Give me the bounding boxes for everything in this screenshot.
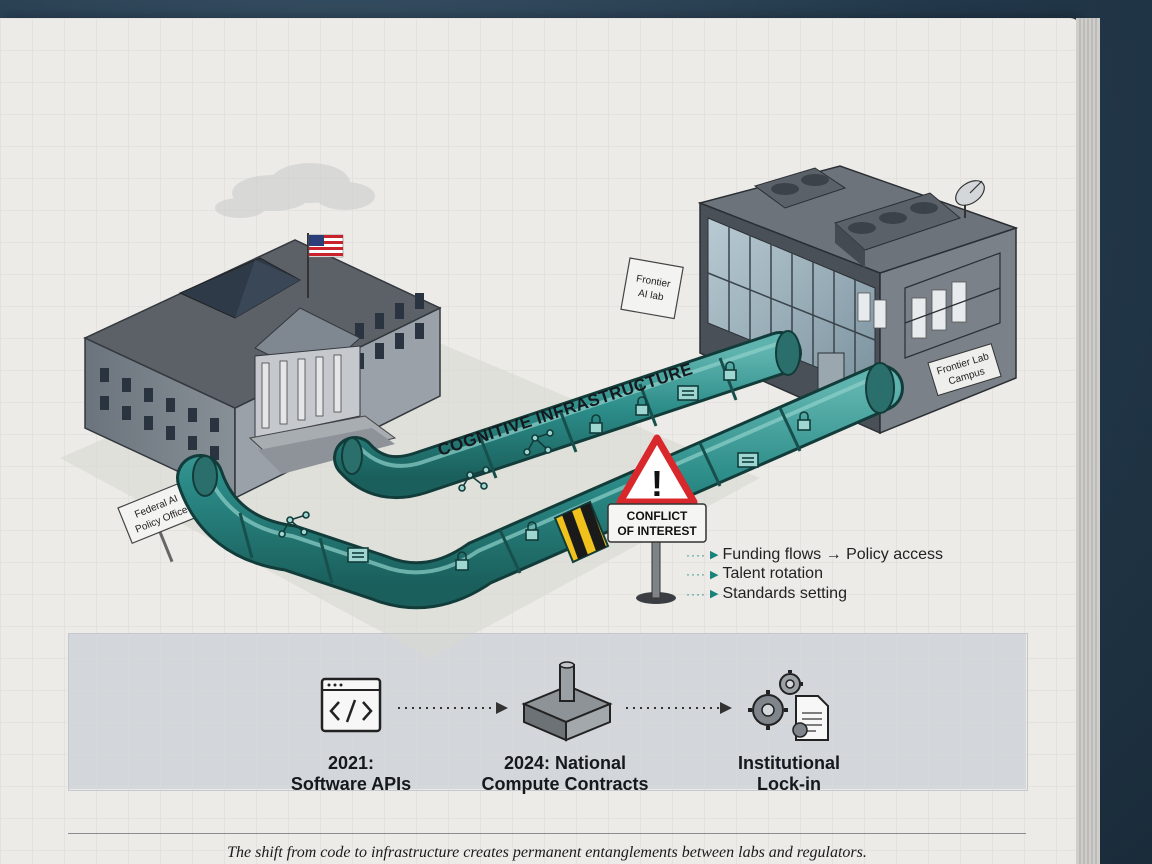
timeline-step-3: Institutional Lock-in	[669, 753, 909, 795]
server-rack-icon	[857, 281, 967, 339]
arrow-right-icon: ▶	[709, 549, 719, 562]
hazard-band	[553, 500, 610, 564]
caption: The shift from code to infrastructure cr…	[227, 844, 867, 861]
warning-line1: CONFLICT	[627, 509, 688, 523]
benefit-item: ····▶Talent rotation	[686, 565, 943, 585]
pipeline-illustration: Federal AI Policy Office	[60, 163, 1019, 742]
timeline-step-1-line2: Software APIs	[290, 774, 412, 794]
timeline-panel: 2021: Software APIs 2024: National Compu…	[68, 633, 1028, 794]
network-icon	[278, 429, 554, 538]
connector-arrow-1	[398, 702, 508, 714]
benefit-text: Talent rotation	[722, 565, 823, 583]
federal-building	[83, 233, 442, 500]
lab-campus-sign: Frontier Lab Campus	[927, 343, 1002, 397]
timeline-step-1-line1: 2021:	[327, 753, 375, 773]
lock-icon	[455, 361, 811, 571]
lower-pipe	[176, 362, 904, 610]
cloud	[215, 163, 375, 218]
roof-fan-units	[753, 167, 962, 268]
code-window-icon	[320, 677, 382, 733]
warning-symbol: !	[651, 463, 663, 504]
benefits-list: ····▶Funding flows → Policy access ····▶…	[686, 545, 943, 604]
gears-document-icon	[748, 670, 829, 741]
book-page: Federal AI Policy Office	[0, 18, 1080, 864]
benefit-item: ····▶Standards setting	[686, 584, 943, 604]
timeline-step-1: 2021: Software APIs	[231, 753, 471, 795]
lab-roof-sign-line2: AI lab	[637, 288, 665, 303]
timeline-step-2: 2024: National Compute Contracts	[445, 753, 685, 795]
benefit-item: ····▶Funding flows → Policy access	[686, 545, 943, 565]
concrete-pillar-icon	[521, 661, 613, 742]
page-edges	[1076, 18, 1100, 864]
timeline-step-2-line2: Compute Contracts	[481, 774, 649, 794]
flag-icon	[308, 234, 344, 258]
timeline-step-3-line1: Institutional	[738, 753, 840, 773]
benefit-text: Funding flows → Policy access	[722, 545, 943, 563]
arrow-right-icon: ▶	[709, 588, 719, 601]
caption-divider	[68, 833, 1026, 834]
timeline-step-2-line1: 2024: National	[503, 753, 627, 773]
code-icon	[347, 385, 759, 563]
dotted-arrow-icon: ····	[686, 547, 706, 562]
dotted-arrow-icon: ····	[686, 567, 706, 582]
arrow-right-icon: ▶	[709, 568, 719, 581]
warning-sign: ! CONFLICT OF INTEREST	[607, 434, 707, 604]
warning-line2: OF INTEREST	[617, 524, 697, 538]
benefit-text: Standards setting	[722, 584, 847, 602]
connector-arrow-2	[626, 702, 732, 714]
upper-pipe	[333, 330, 802, 500]
dotted-arrow-icon: ····	[686, 586, 706, 601]
lab-roof-sign: Frontier AI lab	[620, 257, 684, 320]
satellite-dish-icon	[955, 180, 985, 218]
timeline-step-3-line2: Lock-in	[756, 774, 821, 794]
